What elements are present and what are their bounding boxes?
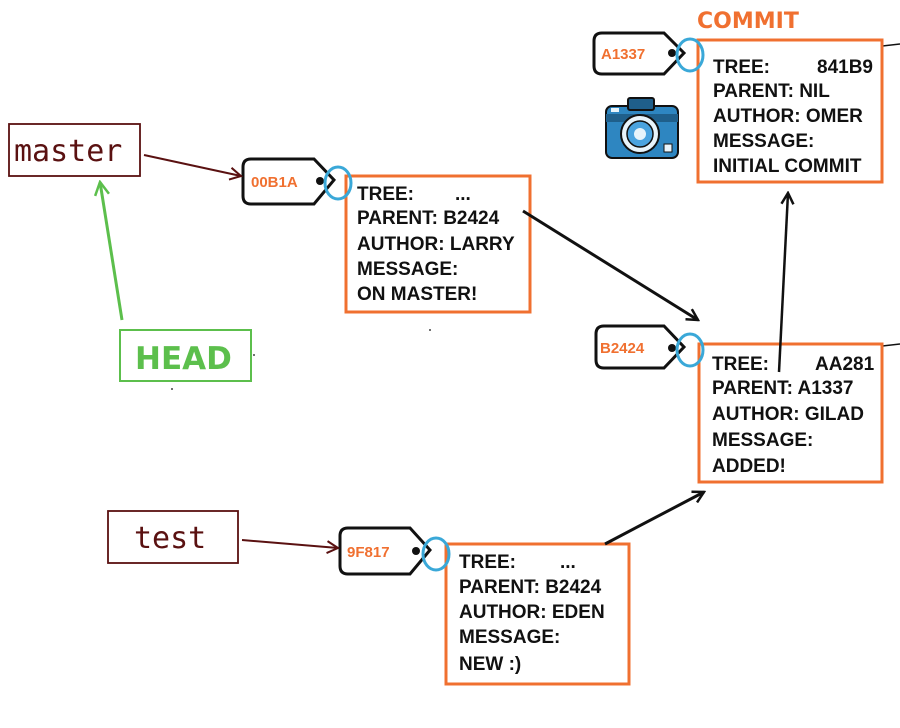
commit-tag-00b1a: 00B1A [241, 157, 353, 206]
arrow-b2424-to-a1337 [777, 193, 788, 373]
commit-message-label: MESSAGE: [459, 627, 560, 648]
commit-message-label: MESSAGE: [712, 430, 813, 451]
commit-tree-label: TREE: [459, 552, 516, 573]
commit-tag-b2424: B2424 [594, 324, 705, 370]
commit-author: AUTHOR: OMER [713, 106, 863, 127]
head-text: HEAD [135, 341, 232, 377]
commit-message: NEW :) [459, 654, 521, 675]
commit-message-label: MESSAGE: [357, 259, 458, 280]
commit-message: ON MASTER! [357, 284, 477, 305]
commit-message-label: MESSAGE: [713, 131, 814, 152]
commit-tree-label: TREE: [713, 57, 770, 78]
commit-card-b2424: TREE: AA281 PARENT: A1337 AUTHOR: GILAD … [697, 342, 884, 484]
commit-tag-id: 9F817 [347, 544, 390, 561]
commit-author: AUTHOR: GILAD [712, 404, 864, 425]
arrow-test-to-9f817 [241, 539, 338, 548]
arrow-head-to-master [100, 182, 124, 321]
commit-tag-id: B2424 [600, 340, 645, 357]
diagram-title: COMMIT [697, 9, 799, 34]
commit-parent: PARENT: B2424 [357, 208, 500, 229]
commit-tag-9f817: 9F817 [338, 526, 451, 576]
commit-card-a1337: TREE: 841B9 PARENT: NIL AUTHOR: OMER MES… [696, 38, 884, 184]
commit-tag-id: 00B1A [251, 174, 298, 191]
commit-tree-value: 841B9 [817, 57, 873, 78]
arrow-master-to-00b1a [143, 154, 241, 176]
commit-author: AUTHOR: LARRY [357, 234, 515, 255]
commit-tag-id: A1337 [601, 46, 645, 63]
commit-tree-label: TREE: [712, 354, 769, 375]
branch-name: master [14, 134, 122, 169]
commit-parent: PARENT: A1337 [712, 378, 854, 399]
camera-icon [605, 97, 679, 159]
arrow-00b1a-to-b2424 [522, 209, 698, 320]
commit-message: INITIAL COMMIT [713, 156, 862, 177]
commit-tree-value: ... [455, 184, 471, 205]
commit-card-00b1a: TREE: ... PARENT: B2424 AUTHOR: LARRY ME… [344, 174, 532, 314]
commit-tree-value: AA281 [815, 354, 875, 375]
commit-author: AUTHOR: EDEN [459, 602, 605, 623]
commit-tree-value: ... [560, 552, 576, 573]
head-label: HEAD [119, 329, 252, 382]
branch-name: test [134, 521, 206, 556]
arrow-9f817-to-b2424 [604, 492, 704, 546]
commit-card-9f817: TREE: ... PARENT: B2424 AUTHOR: EDEN MES… [444, 542, 631, 686]
branch-label-master: master [8, 123, 141, 177]
commit-message: ADDED! [712, 456, 786, 477]
commit-parent: PARENT: B2424 [459, 577, 602, 598]
commit-parent: PARENT: NIL [713, 81, 830, 102]
branch-label-test: test [107, 510, 239, 564]
commit-tag-a1337: A1337 [592, 31, 705, 76]
commit-tree-label: TREE: [357, 184, 414, 205]
